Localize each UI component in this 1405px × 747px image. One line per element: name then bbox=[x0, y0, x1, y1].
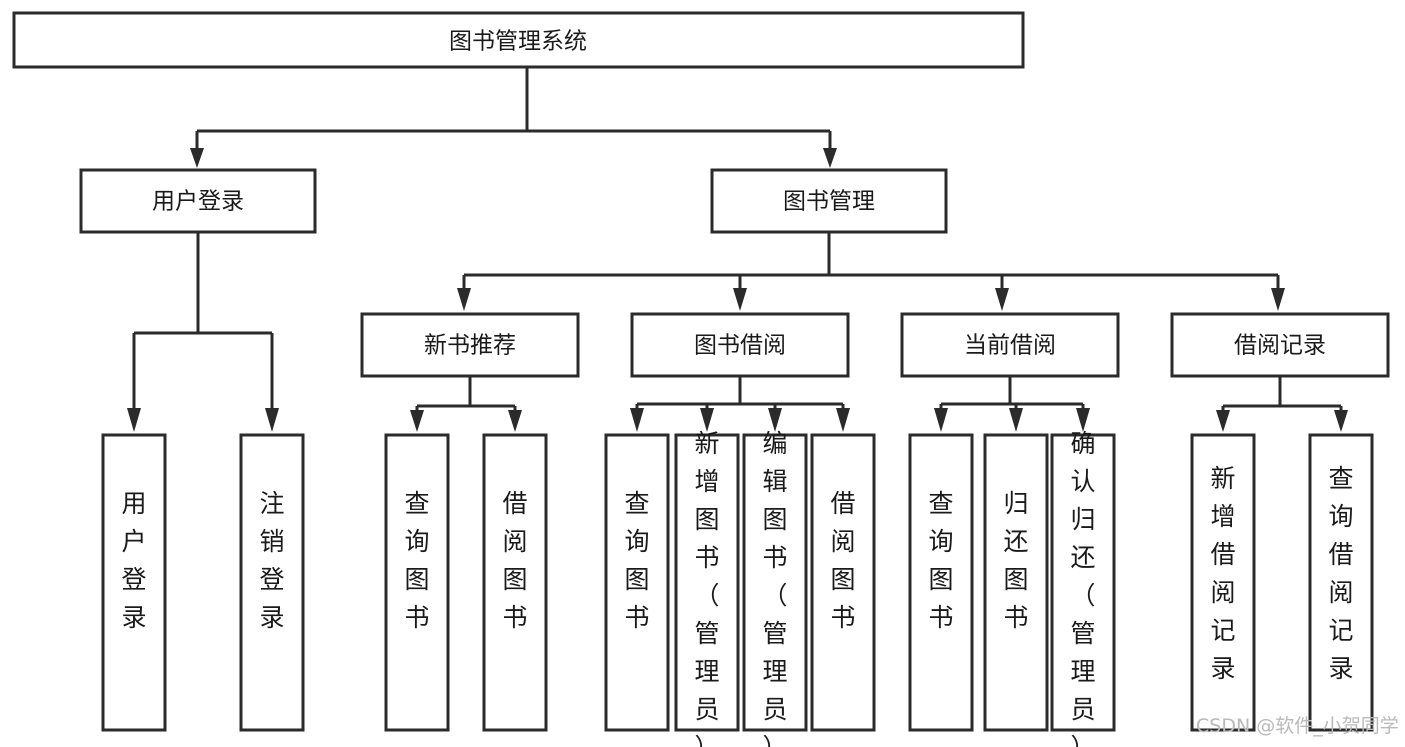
node-new-book-recommend-box[interactable] bbox=[360, 312, 580, 378]
leaf-borrow-book-recommend[interactable]: 借阅图书 bbox=[482, 433, 548, 732]
arrow-record-to-leaf2 bbox=[1334, 410, 1348, 432]
leaf-confirm-return-admin[interactable]: 确认归还（管理员） bbox=[1050, 429, 1116, 747]
node-borrow-record[interactable]: 借阅记录 bbox=[1170, 312, 1390, 378]
leaf-query-book-recommend-label: 查询图书 bbox=[404, 489, 429, 632]
arrow-recommend-to-leaf2 bbox=[508, 410, 522, 432]
leaf-return-book-box[interactable] bbox=[983, 433, 1049, 732]
node-new-book-recommend[interactable]: 新书推荐 bbox=[360, 312, 580, 378]
arrow-borrow-to-leaf4 bbox=[836, 408, 850, 432]
arrow-borrow-to-leaf2 bbox=[700, 408, 714, 432]
leaf-add-book-admin-box[interactable] bbox=[674, 433, 740, 732]
node-book-manage[interactable]: 图书管理 bbox=[710, 168, 948, 234]
leaf-borrow-book-box[interactable] bbox=[810, 433, 876, 732]
arrow-current-to-leaf2 bbox=[1009, 408, 1023, 432]
node-root-box[interactable] bbox=[12, 11, 1025, 69]
leaf-borrow-book-recommend-label: 借阅图书 bbox=[502, 489, 527, 632]
leaf-add-borrow-record-box[interactable] bbox=[1190, 433, 1256, 732]
leaf-query-borrow-record-box[interactable] bbox=[1308, 433, 1374, 732]
node-book-borrow[interactable]: 图书借阅 bbox=[630, 312, 850, 378]
node-book-manage-label: 图书管理 bbox=[783, 189, 875, 215]
leaf-logout-login-box[interactable] bbox=[239, 433, 305, 732]
edges-layer bbox=[127, 67, 1348, 432]
leaf-logout-login-label: 注销登录 bbox=[259, 489, 284, 632]
leaf-user-login-box[interactable] bbox=[101, 433, 167, 732]
leaf-edit-book-admin-box[interactable] bbox=[742, 433, 808, 732]
arrow-user-login-to-leaf1 bbox=[127, 408, 141, 432]
leaf-add-book-admin[interactable]: 新增图书（管理员） bbox=[674, 429, 740, 747]
leaf-borrow-book[interactable]: 借阅图书 bbox=[810, 433, 876, 732]
leaf-edit-book-admin-label: 编辑图书（管理员） bbox=[762, 429, 787, 747]
leaf-return-book[interactable]: 归还图书 bbox=[983, 433, 1049, 732]
arrow-borrow-to-leaf3 bbox=[768, 408, 782, 432]
node-new-book-recommend-label: 新书推荐 bbox=[424, 333, 516, 359]
leaf-query-book-borrow-box[interactable] bbox=[604, 433, 670, 732]
node-borrow-record-label: 借阅记录 bbox=[1234, 333, 1326, 359]
leaf-query-book-recommend-box[interactable] bbox=[384, 433, 450, 732]
arrow-current-to-leaf1 bbox=[934, 408, 948, 432]
leaf-confirm-return-admin-label: 确认归还（管理员） bbox=[1070, 429, 1095, 747]
arrow-book-manage-to-borrow bbox=[733, 288, 747, 311]
arrow-user-login-to-leaf2 bbox=[265, 408, 279, 432]
node-current-borrow-box[interactable] bbox=[900, 312, 1120, 378]
node-root[interactable]: 图书管理系统 bbox=[12, 11, 1025, 69]
leaf-edit-book-admin[interactable]: 编辑图书（管理员） bbox=[742, 429, 808, 747]
node-current-borrow-label: 当前借阅 bbox=[964, 333, 1056, 359]
node-book-manage-box[interactable] bbox=[710, 168, 948, 234]
leaf-query-book-recommend[interactable]: 查询图书 bbox=[384, 433, 450, 732]
leaf-query-book-current-box[interactable] bbox=[908, 433, 974, 732]
leaf-borrow-book-recommend-box[interactable] bbox=[482, 433, 548, 732]
node-current-borrow[interactable]: 当前借阅 bbox=[900, 312, 1120, 378]
arrow-borrow-to-leaf1 bbox=[630, 408, 644, 432]
arrow-book-manage-to-record bbox=[1271, 288, 1285, 311]
node-user-login[interactable]: 用户登录 bbox=[79, 168, 317, 234]
arrow-root-to-user-login bbox=[190, 148, 204, 168]
leaf-query-book-borrow[interactable]: 查询图书 bbox=[604, 433, 670, 732]
node-book-borrow-box[interactable] bbox=[630, 312, 850, 378]
leaf-user-login[interactable]: 用户登录 bbox=[101, 433, 167, 732]
arrow-current-to-leaf3 bbox=[1076, 408, 1090, 432]
leaf-query-book-current[interactable]: 查询图书 bbox=[908, 433, 974, 732]
leaf-return-book-label: 归还图书 bbox=[1003, 489, 1028, 632]
node-user-login-label: 用户登录 bbox=[152, 189, 244, 215]
node-user-login-box[interactable] bbox=[79, 168, 317, 234]
leaf-query-borrow-record[interactable]: 查询借阅记录 bbox=[1308, 433, 1374, 732]
leaf-query-borrow-record-label: 查询借阅记录 bbox=[1328, 464, 1353, 683]
arrow-record-to-leaf1 bbox=[1216, 410, 1230, 432]
arrow-book-manage-to-recommend bbox=[457, 288, 471, 311]
leaf-add-borrow-record-label: 新增借阅记录 bbox=[1210, 464, 1235, 683]
node-borrow-record-box[interactable] bbox=[1170, 312, 1390, 378]
leaf-add-borrow-record[interactable]: 新增借阅记录 bbox=[1190, 433, 1256, 732]
leaf-query-book-borrow-label: 查询图书 bbox=[624, 489, 649, 632]
nodes-layer: 图书管理系统 用户登录 图书管理 新书推荐 图书借阅 bbox=[12, 11, 1390, 747]
arrow-root-to-book-manage bbox=[823, 148, 837, 168]
leaf-confirm-return-admin-box[interactable] bbox=[1050, 433, 1116, 732]
arrow-recommend-to-leaf1 bbox=[410, 410, 424, 432]
node-root-label: 图书管理系统 bbox=[449, 29, 587, 55]
leaf-logout-login[interactable]: 注销登录 bbox=[239, 433, 305, 732]
node-book-borrow-label: 图书借阅 bbox=[694, 333, 786, 359]
leaf-add-book-admin-label: 新增图书（管理员） bbox=[694, 429, 719, 747]
leaf-user-login-label: 用户登录 bbox=[121, 489, 146, 632]
csdn-watermark: CSDN @软件_小贺同学 bbox=[1196, 715, 1399, 737]
leaf-borrow-book-label: 借阅图书 bbox=[830, 489, 855, 632]
leaf-query-book-current-label: 查询图书 bbox=[928, 489, 953, 632]
arrow-book-manage-to-current bbox=[995, 288, 1009, 311]
